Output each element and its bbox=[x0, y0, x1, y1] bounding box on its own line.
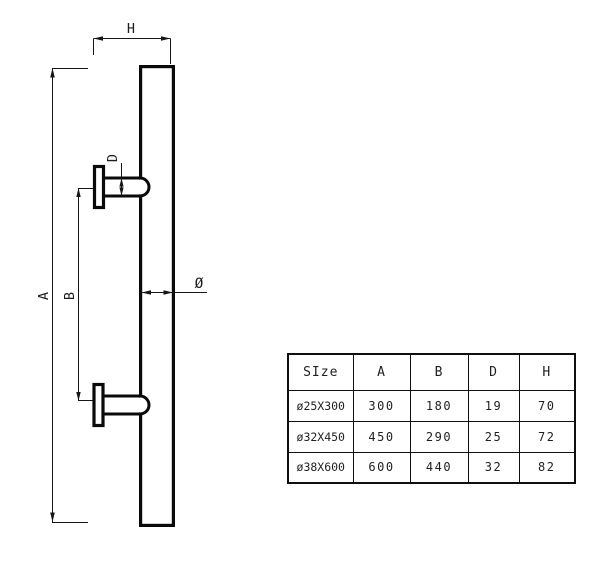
arrowhead-down bbox=[50, 512, 55, 522]
table-cell: 290 bbox=[409, 420, 469, 453]
table-cell-size: ø32X450 bbox=[287, 420, 354, 453]
dim-a-label: A bbox=[36, 291, 52, 301]
table-cell: 19 bbox=[467, 389, 520, 422]
table-cell-size: ø38X600 bbox=[287, 451, 354, 484]
bottom-post bbox=[92, 382, 151, 428]
dim-h bbox=[93, 36, 171, 64]
table-cell: 25 bbox=[467, 420, 520, 453]
arrowhead-right bbox=[161, 36, 171, 41]
size-table: SIze A B D H ø25X300 300 180 19 70 ø32X4… bbox=[287, 353, 576, 484]
table-cell: 32 bbox=[467, 451, 520, 484]
table-cell-size: ø25X300 bbox=[287, 389, 354, 422]
dim-diameter-label: Ø bbox=[194, 276, 204, 292]
dim-h-label: H bbox=[126, 21, 136, 37]
arrowhead-up bbox=[119, 178, 124, 187]
table-header-h: H bbox=[518, 353, 576, 391]
table-cell: 450 bbox=[352, 420, 411, 453]
table-header-row: SIze A B D H bbox=[287, 353, 576, 391]
table-cell: 600 bbox=[352, 451, 411, 484]
table-cell: 180 bbox=[409, 389, 469, 422]
arrowhead-up bbox=[50, 68, 55, 78]
table-row: ø38X600 600 440 32 82 bbox=[287, 451, 576, 484]
arrowhead-left bbox=[93, 36, 103, 41]
bottom-post-flange bbox=[92, 382, 105, 428]
handle-bar bbox=[139, 64, 176, 527]
table-row: ø25X300 300 180 19 70 bbox=[287, 389, 576, 422]
dim-d-label: D bbox=[105, 153, 121, 163]
top-post-flange bbox=[92, 164, 106, 210]
arrowhead-right bbox=[163, 290, 173, 295]
dim-d bbox=[119, 163, 124, 196]
table-row: ø32X450 450 290 25 72 bbox=[287, 420, 576, 453]
arrowhead-left bbox=[141, 290, 151, 295]
table-header-b: B bbox=[409, 353, 469, 391]
table-header-a: A bbox=[352, 353, 411, 391]
table-cell: 70 bbox=[518, 389, 576, 422]
table-cell: 300 bbox=[352, 389, 411, 422]
table-header-size: SIze bbox=[287, 353, 354, 391]
table-cell: 72 bbox=[518, 420, 576, 453]
table-cell: 440 bbox=[409, 451, 469, 484]
dim-b bbox=[76, 188, 104, 401]
bottom-post-cap bbox=[139, 394, 151, 416]
dim-a bbox=[50, 68, 88, 523]
table-header-d: D bbox=[467, 353, 520, 391]
dim-diameter bbox=[141, 290, 207, 295]
arrowhead-down bbox=[119, 187, 124, 196]
arrowhead-up bbox=[76, 188, 81, 197]
dim-b-label: B bbox=[62, 291, 78, 301]
arrowhead-down bbox=[76, 392, 81, 401]
table-cell: 82 bbox=[518, 451, 576, 484]
top-post-cap bbox=[139, 176, 151, 198]
